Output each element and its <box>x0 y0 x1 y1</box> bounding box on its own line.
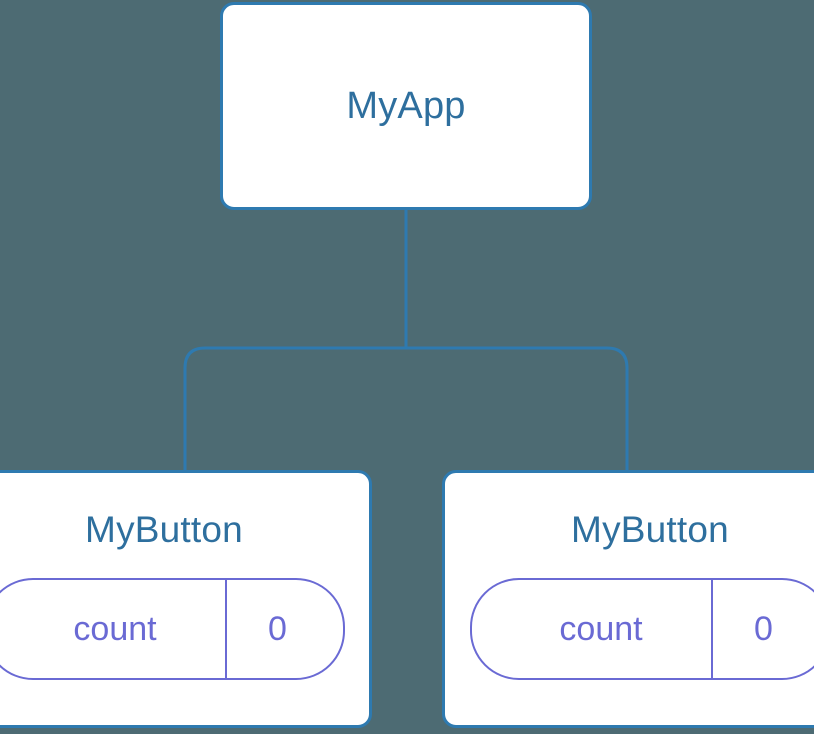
property-key: count <box>559 610 643 648</box>
property-pill[interactable]: count 0 <box>469 578 814 680</box>
node-mybutton-right[interactable]: MyButton count 0 <box>442 470 814 728</box>
edge-to-left-child <box>183 346 406 480</box>
property-value: 0 <box>268 610 287 648</box>
property-divider <box>710 580 713 678</box>
edge-to-right-child <box>406 346 629 480</box>
property-divider <box>224 580 227 678</box>
property-pill[interactable]: count 0 <box>0 578 345 680</box>
property-value: 0 <box>754 610 773 648</box>
node-title: MyApp <box>346 85 466 127</box>
node-mybutton-left[interactable]: MyButton count 0 <box>0 470 372 728</box>
node-title: MyButton <box>571 509 729 550</box>
node-title: MyButton <box>85 509 243 550</box>
node-myapp[interactable]: MyApp <box>220 2 592 210</box>
property-key: count <box>73 610 157 648</box>
